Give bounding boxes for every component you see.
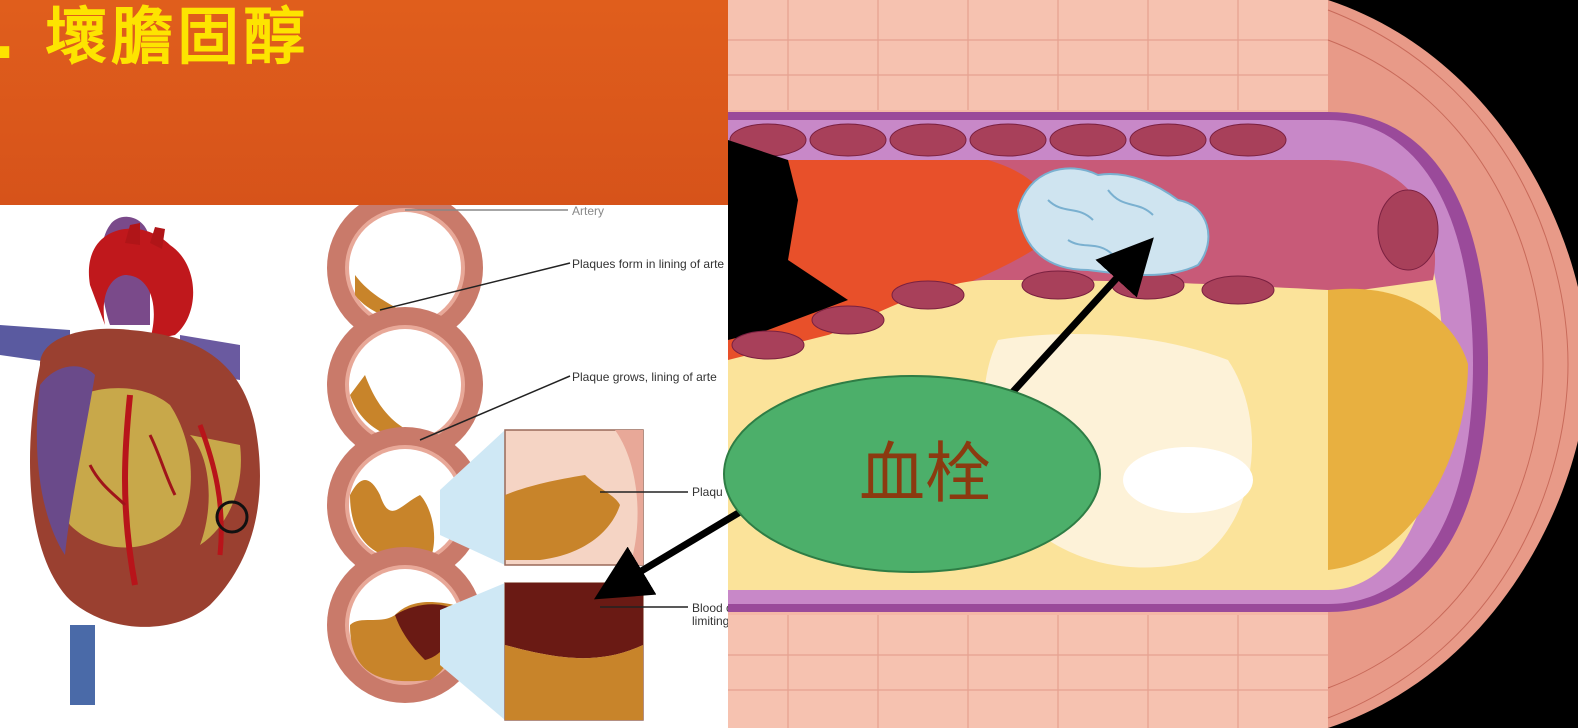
callout-label-thrombus: 血栓 xyxy=(840,434,1010,514)
